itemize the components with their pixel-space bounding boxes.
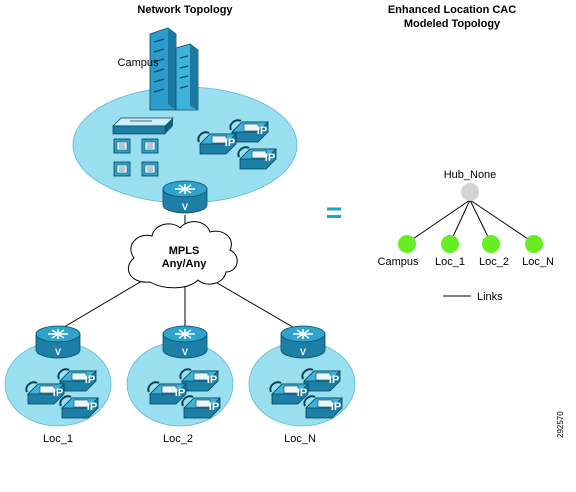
ip-phone-icon: IP: [57, 368, 97, 392]
ip-phone-icon: IP: [181, 395, 221, 419]
hub-node: [461, 183, 479, 201]
cac-title-line-1: Enhanced Location CAC: [388, 4, 516, 16]
svg-text:IP: IP: [265, 152, 275, 164]
svg-text:IP: IP: [175, 387, 185, 399]
ip-phone-icon: IP: [301, 368, 341, 392]
campus-site: Campus IP IP IP V: [72, 27, 298, 214]
ip-phone-icon: IP: [197, 131, 237, 155]
node-label-loc-n: Loc_N: [522, 256, 554, 268]
svg-text:IP: IP: [257, 125, 267, 137]
campus-label: Campus: [118, 57, 159, 69]
cloud-label-line-2: Any/Any: [162, 258, 208, 270]
cloud-label-line-1: MPLS: [169, 245, 200, 257]
modeled-topology: Hub_None Campus Loc_1 Loc_2 Loc_N Links: [378, 169, 554, 303]
ip-phone-icon: IP: [269, 381, 309, 405]
campus-ip-phones: IP IP IP: [197, 119, 277, 170]
mpls-cloud: MPLS Any/Any: [128, 221, 238, 289]
site-loc-2: V IP IP IP Loc_2: [126, 325, 234, 445]
ip-phone-icon: IP: [147, 381, 187, 405]
ip-phone-icon: IP: [25, 381, 65, 405]
svg-text:IP: IP: [297, 387, 307, 399]
node-label-loc-1: Loc_1: [435, 256, 465, 268]
wan-link-loc-n: [211, 279, 304, 334]
location-node-campus: [398, 235, 416, 253]
location-node-loc-2: [482, 235, 500, 253]
ip-phone-icon: IP: [59, 395, 99, 419]
svg-text:V: V: [55, 347, 61, 357]
svg-text:IP: IP: [209, 401, 219, 413]
svg-text:IP: IP: [225, 137, 235, 149]
svg-text:V: V: [182, 202, 188, 212]
figure-id: 292570: [556, 411, 565, 438]
model-link: [406, 199, 471, 244]
server-icon: [141, 161, 159, 177]
site-label: Loc_1: [43, 433, 73, 445]
site-label: Loc_N: [284, 433, 316, 445]
equals-sign: =: [326, 197, 342, 228]
svg-text:IP: IP: [87, 401, 97, 413]
site-router-icon: V: [280, 325, 326, 359]
site-router-icon: V: [35, 325, 81, 359]
wan-links: [53, 215, 304, 334]
site-router-icon: V: [162, 325, 208, 359]
ip-phone-icon: IP: [237, 146, 277, 170]
server-icon: [113, 161, 131, 177]
svg-text:IP: IP: [53, 387, 63, 399]
ip-phone-icon: IP: [179, 368, 219, 392]
site-loc-1: V IP IP IP Loc_1: [4, 325, 112, 445]
svg-text:IP: IP: [207, 374, 217, 386]
site-loc-n: V IP IP IP Loc_N: [248, 325, 356, 445]
server-icon: [141, 138, 159, 154]
call-manager-appliance-icon: [112, 117, 174, 135]
cloud-shape: [128, 221, 238, 289]
site-label: Loc_2: [163, 433, 193, 445]
svg-text:IP: IP: [85, 374, 95, 386]
wan-link-loc-1: [53, 274, 153, 334]
svg-text:IP: IP: [331, 401, 341, 413]
node-label-loc-2: Loc_2: [479, 256, 509, 268]
svg-text:V: V: [300, 347, 306, 357]
svg-text:IP: IP: [329, 374, 339, 386]
ip-phone-icon: IP: [303, 395, 343, 419]
campus-router-icon: V: [162, 180, 208, 214]
legend-label: Links: [477, 291, 503, 303]
server-icon: [113, 138, 131, 154]
location-node-loc-1: [441, 235, 459, 253]
campus-building-icon: [149, 27, 199, 111]
network-topology-title: Network Topology: [137, 4, 233, 16]
ip-phone-icon: IP: [229, 119, 269, 143]
node-label-campus: Campus: [378, 256, 419, 268]
hub-label: Hub_None: [444, 169, 497, 181]
model-links: [406, 199, 535, 244]
model-link: [469, 199, 535, 244]
svg-text:V: V: [182, 347, 188, 357]
cac-title-line-2: Modeled Topology: [404, 18, 501, 30]
location-node-loc-n: [525, 235, 543, 253]
